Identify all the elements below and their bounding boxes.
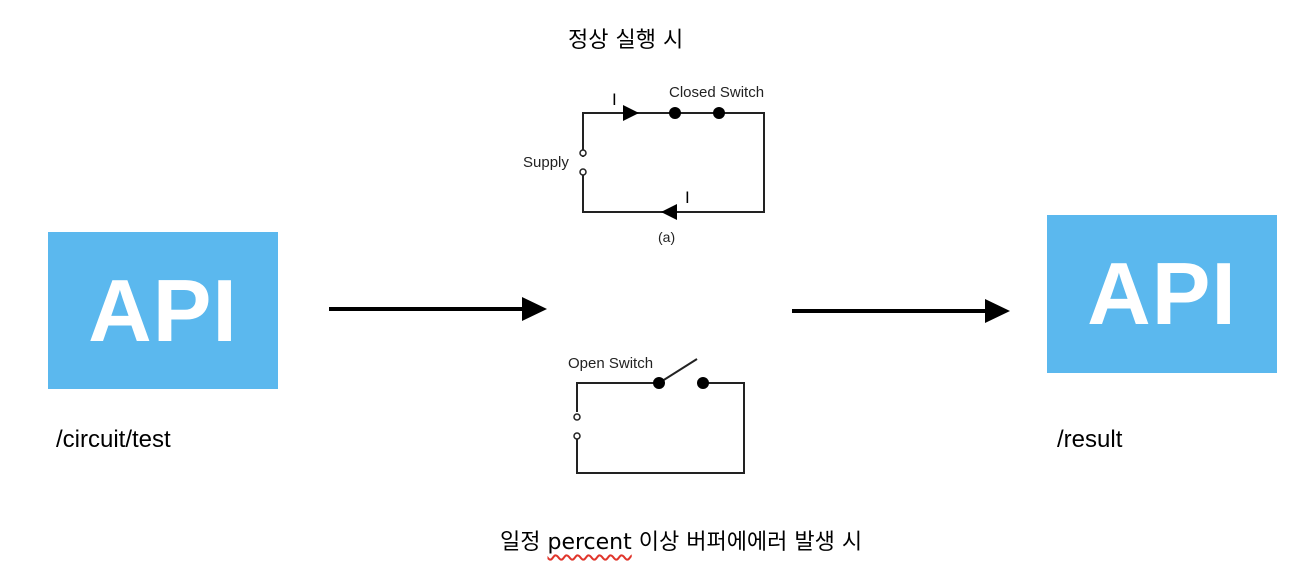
- open-switch-label: Open Switch: [568, 355, 653, 372]
- closed-switch-label: Closed Switch: [669, 84, 764, 101]
- api-logo-right: API: [1047, 215, 1277, 373]
- open-terminal-bottom: [573, 432, 581, 440]
- current-arrow-top-icon: [623, 105, 639, 121]
- current-label-top: I: [612, 90, 617, 109]
- supply-terminal-bottom: [579, 168, 587, 176]
- buffer-error-caption-suffix: 이상 버퍼에에러 발생 시: [631, 530, 863, 555]
- open-wire-left-top: [576, 382, 659, 412]
- circuit-test-path-label: /circuit/test: [56, 426, 171, 453]
- normal-execution-caption: 정상 실행 시: [568, 28, 684, 53]
- current-label-bottom: I: [685, 188, 690, 207]
- open-circuit-diagram: Open Switch: [568, 355, 745, 474]
- figure-label-a: (a): [658, 229, 675, 245]
- result-path-label: /result: [1057, 426, 1123, 453]
- api-logo-left-text: API: [88, 260, 238, 360]
- api-logo-right-text: API: [1087, 244, 1237, 343]
- percent-spellcheck-word: percent: [547, 530, 632, 555]
- buffer-error-caption-prefix: 일정: [500, 530, 548, 555]
- open-terminal-top: [573, 413, 581, 421]
- api-logo-left: API: [48, 232, 278, 389]
- open-switch-lever: [658, 358, 698, 384]
- current-arrow-bottom-icon: [661, 204, 677, 220]
- supply-gap: [579, 157, 587, 168]
- arrow-left-to-circuit: [329, 297, 547, 321]
- closed-wire-left-top: [582, 112, 675, 167]
- closed-circuit-diagram: I I Closed Switch Supply (a): [523, 84, 765, 245]
- closed-switch-contact-left: [669, 107, 681, 119]
- open-wire-right-bottom: [576, 382, 745, 474]
- open-switch-contact-left: [653, 377, 665, 389]
- open-switch-contact-right: [697, 377, 709, 389]
- closed-wire-right-bottom: [582, 112, 765, 213]
- closed-switch-contact-right: [713, 107, 725, 119]
- buffer-error-caption: 일정 percent 이상 버퍼에에러 발생 시: [500, 524, 862, 556]
- arrow-circuit-to-right: [792, 299, 1010, 323]
- supply-label: Supply: [523, 154, 569, 171]
- supply-terminal-top: [579, 149, 587, 157]
